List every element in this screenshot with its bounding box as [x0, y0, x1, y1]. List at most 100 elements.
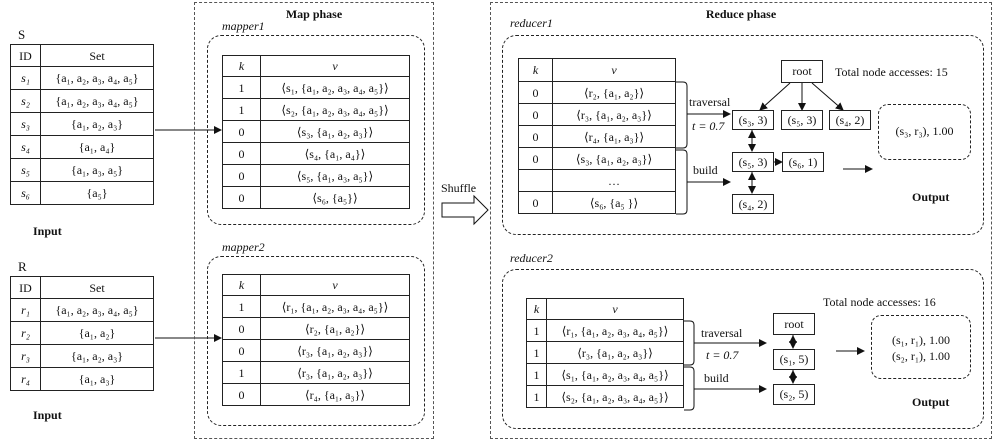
- row-set: {a₁, a₂, a₃}: [40, 112, 154, 136]
- row-value: ⟨r₃, {a₁, a₂, a₃}⟩: [552, 103, 676, 126]
- table-row: 1⟨r₁, {a₁, a₂, a₃, a₄, a₅}⟩: [526, 319, 684, 342]
- table-row: 0⟨r₄, {a₁, a₃}⟩: [518, 125, 676, 148]
- row-value: ⟨s₆, {a₅}⟩: [260, 186, 410, 209]
- row-value: ⟨r₁, {a₁, a₂, a₃, a₄, a₅}⟩: [546, 319, 684, 342]
- table-row: …: [518, 169, 676, 192]
- row-value: ⟨s₁, {a₁, a₂, a₃, a₄, a₅}⟩: [260, 76, 410, 99]
- row-value: ⟨r₂, {a₁, a₂}⟩: [260, 317, 410, 340]
- reducer2-output-label: Output: [912, 395, 950, 409]
- row-id: r₄: [10, 367, 41, 391]
- reducer2-result-1: (s₁, r₁), 1.00: [891, 333, 951, 347]
- reducer1-build-label: build: [693, 163, 718, 177]
- reducer1-node-s4: (s₄, 2): [829, 110, 871, 130]
- reducer2-traversal-label: traversal: [701, 326, 743, 340]
- mapper2-box: [207, 256, 425, 426]
- v-header: v: [260, 55, 410, 77]
- row-key: [518, 169, 553, 192]
- row-key: 0: [518, 125, 553, 148]
- k-header: k: [222, 55, 261, 77]
- row-key: 1: [526, 341, 547, 364]
- reducer1-box: [502, 35, 984, 235]
- table-row: r₂{a₁, a₂}: [10, 321, 154, 345]
- reducer2-threshold: t = 0.7: [706, 348, 739, 362]
- shuffle-arrow: [441, 194, 489, 226]
- row-id: r₂: [10, 321, 41, 345]
- row-id: s₃: [10, 112, 41, 136]
- table-row: 0⟨r₂, {a₁, a₂}⟩: [518, 81, 676, 104]
- relation-s-label: S: [18, 27, 26, 42]
- row-set: {a₁, a₂, a₃, a₄, a₅}: [40, 89, 154, 113]
- table-row: 1⟨s₂, {a₁, a₂, a₃, a₄, a₅}⟩: [222, 98, 410, 121]
- table-row: 1⟨s₂, {a₁, a₂, a₃, a₄, a₅}⟩: [526, 385, 684, 408]
- row-id: s₅: [10, 158, 41, 182]
- reducer2-total-accesses: Total node accesses: 16: [823, 295, 936, 309]
- reducer2-node-s2: (s₂, 5): [773, 384, 815, 405]
- row-key: 0: [518, 147, 553, 170]
- reducer1-result: (s₃, r₃), 1.00: [895, 124, 954, 138]
- map-phase-title: Map phase: [285, 7, 343, 21]
- id-header: ID: [10, 276, 41, 299]
- k-header: k: [526, 298, 547, 320]
- row-value: ⟨s₆, {a₅ }⟩: [552, 191, 676, 214]
- row-id: s₄: [10, 135, 41, 159]
- row-key: 0: [222, 317, 261, 340]
- table-row: s₂{a₁, a₂, a₃, a₄, a₅}: [10, 89, 154, 113]
- reducer1-traversal-label: traversal: [689, 95, 731, 109]
- table-row: r₁{a₁, a₂, a₃, a₄, a₅}: [10, 298, 154, 322]
- k-header: k: [222, 274, 261, 296]
- row-key: 0: [222, 164, 261, 187]
- reducer2-output-box: [871, 315, 971, 379]
- table-row: 0⟨r₃, {a₁, a₂, a₃}⟩: [222, 339, 410, 362]
- row-key: 0: [518, 191, 553, 214]
- row-id: s₆: [10, 181, 41, 205]
- table-row: 0⟨s₄, {a₁, a₄}⟩: [222, 142, 410, 165]
- reducer1-label: reducer1: [510, 16, 553, 30]
- row-id: r₁: [10, 298, 41, 322]
- row-value: ⟨s₃, {a₁, a₂, a₃}⟩: [552, 147, 676, 170]
- reduce-phase-title: Reduce phase: [705, 7, 777, 21]
- row-key: 1: [222, 98, 261, 121]
- table-row: s₃{a₁, a₂, a₃}: [10, 112, 154, 136]
- row-value: ⟨s₂, {a₁, a₂, a₃, a₄, a₅}⟩: [260, 98, 410, 121]
- mapper2-label: mapper2: [222, 240, 265, 254]
- reducer1-node-s3: (s₃, 3): [732, 110, 774, 130]
- reducer1-node-s6: (s₆, 1): [782, 152, 824, 172]
- row-key: 1: [526, 319, 547, 342]
- row-value: ⟨s₅, {a₁, a₃, a₅}⟩: [260, 164, 410, 187]
- mapper1-box: [207, 35, 425, 225]
- reducer2-result-2: (s₂, r₁), 1.00: [891, 349, 951, 363]
- reducer1-node-s5-child: (s₅, 3): [732, 152, 774, 172]
- reducer1-total-accesses: Total node accesses: 15: [835, 65, 948, 79]
- table-row: s₁{a₁, a₂, a₃, a₄, a₅}: [10, 66, 154, 90]
- row-value: ⟨s₂, {a₁, a₂, a₃, a₄, a₅}⟩: [546, 385, 684, 408]
- row-set: {a₁, a₂, a₃}: [40, 344, 154, 368]
- row-key: 0: [518, 103, 553, 126]
- table-row: 0⟨s₅, {a₁, a₃, a₅}⟩: [222, 164, 410, 187]
- v-header: v: [260, 274, 410, 296]
- row-set: {a₁, a₄}: [40, 135, 154, 159]
- row-set: {a₁, a₃}: [40, 367, 154, 391]
- table-row: 1⟨r₁, {a₁, a₂, a₃, a₄, a₅}⟩: [222, 295, 410, 318]
- v-header: v: [546, 298, 684, 320]
- row-key: 0: [222, 383, 261, 406]
- reducer2-box: [502, 269, 984, 429]
- relation-r-label: R: [18, 259, 27, 274]
- row-key: 0: [222, 339, 261, 362]
- row-key: 1: [222, 76, 261, 99]
- reducer1-threshold: t = 0.7: [692, 119, 725, 133]
- reducer2-node-s1: (s₁, 5): [773, 349, 815, 370]
- row-key: 0: [222, 186, 261, 209]
- table-row: 0⟨s₃, {a₁, a₂, a₃}⟩: [222, 120, 410, 143]
- row-value: ⟨s₁, {a₁, a₂, a₃, a₄, a₅}⟩: [546, 363, 684, 386]
- table-row: 0⟨r₃, {a₁, a₂, a₃}⟩: [518, 103, 676, 126]
- row-key: 1: [526, 363, 547, 386]
- table-row: 1⟨s₁, {a₁, a₂, a₃, a₄, a₅}⟩: [526, 363, 684, 386]
- set-header: Set: [40, 44, 154, 67]
- table-row: s₄{a₁, a₄}: [10, 135, 154, 159]
- table-row: 0⟨s₃, {a₁, a₂, a₃}⟩: [518, 147, 676, 170]
- reducer2-build-label: build: [704, 371, 729, 385]
